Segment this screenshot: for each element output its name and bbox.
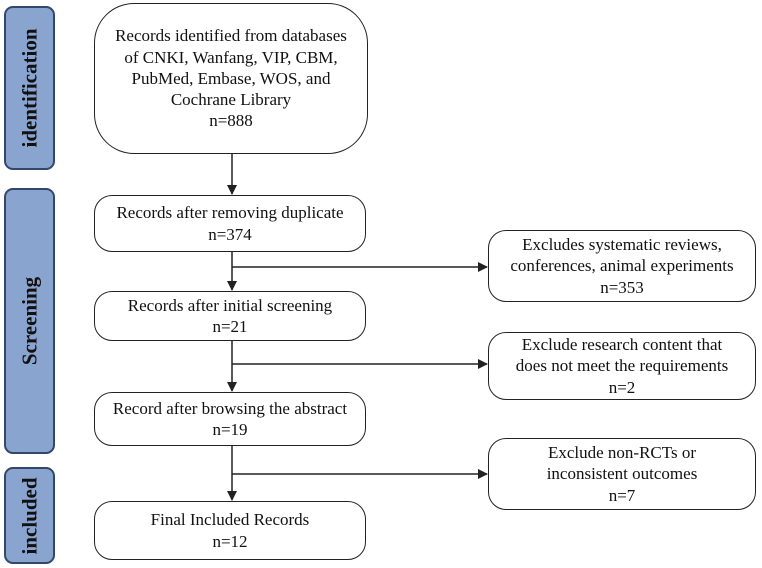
exclusion-third-line-2: inconsistent outcomes	[546, 464, 698, 484]
initial-screening-text: Records after initial screening	[127, 295, 333, 315]
identified-line-2: of CNKI, Wanfang, VIP, CBM,	[124, 47, 338, 67]
identified-line-1: Records identified from databases	[115, 26, 347, 46]
phase-included-label: included	[17, 476, 41, 555]
identified-line-3: PubMed, Embase, WOS, and	[131, 68, 331, 88]
exclusion-third-count: n=7	[608, 485, 636, 505]
box-exclusion-second: Exclude research content that does not m…	[488, 332, 756, 400]
exclusion-third-line-1: Exclude non-RCTs or	[547, 443, 696, 463]
phase-identification: identification	[4, 6, 55, 170]
box-exclusion-third: Exclude non-RCTs or inconsistent outcome…	[488, 438, 756, 510]
box-records-initial-screening: Records after initial screening n=21	[94, 291, 366, 341]
initial-screening-count: n=21	[212, 317, 248, 336]
exclusion-second-count: n=2	[608, 377, 636, 397]
box-exclusion-first: Excludes systematic reviews, conferences…	[488, 230, 756, 302]
exclusion-first-count: n=353	[600, 277, 644, 297]
box-records-abstract: Record after browsing the abstract n=19	[94, 392, 366, 446]
phase-screening-label: Screening	[17, 276, 41, 366]
abstract-count: n=19	[212, 420, 248, 439]
abstract-text: Record after browsing the abstract	[112, 398, 348, 418]
phase-identification-label: identification	[17, 28, 41, 148]
exclusion-second-line-1: Exclude research content that	[521, 335, 723, 355]
phase-screening: Screening	[4, 188, 55, 454]
exclusion-second-line-2: does not meet the requirements	[515, 356, 729, 376]
identified-count: n=888	[209, 111, 253, 131]
exclusion-first-line-1: Excludes systematic reviews,	[522, 235, 722, 255]
identified-line-4: Cochrane Library	[170, 90, 292, 110]
box-records-identified: Records identified from databases of CNK…	[94, 3, 368, 154]
deduplicated-text: Records after removing duplicate	[116, 203, 344, 223]
phase-included: included	[4, 467, 55, 564]
deduplicated-count: n=374	[208, 224, 252, 244]
box-final-included: Final Included Records n=12	[94, 501, 366, 560]
box-records-deduplicated: Records after removing duplicate n=374	[94, 195, 366, 252]
final-count: n=12	[212, 531, 248, 551]
exclusion-first-line-2: conferences, animal experiments	[510, 256, 734, 276]
final-text: Final Included Records	[150, 510, 310, 530]
